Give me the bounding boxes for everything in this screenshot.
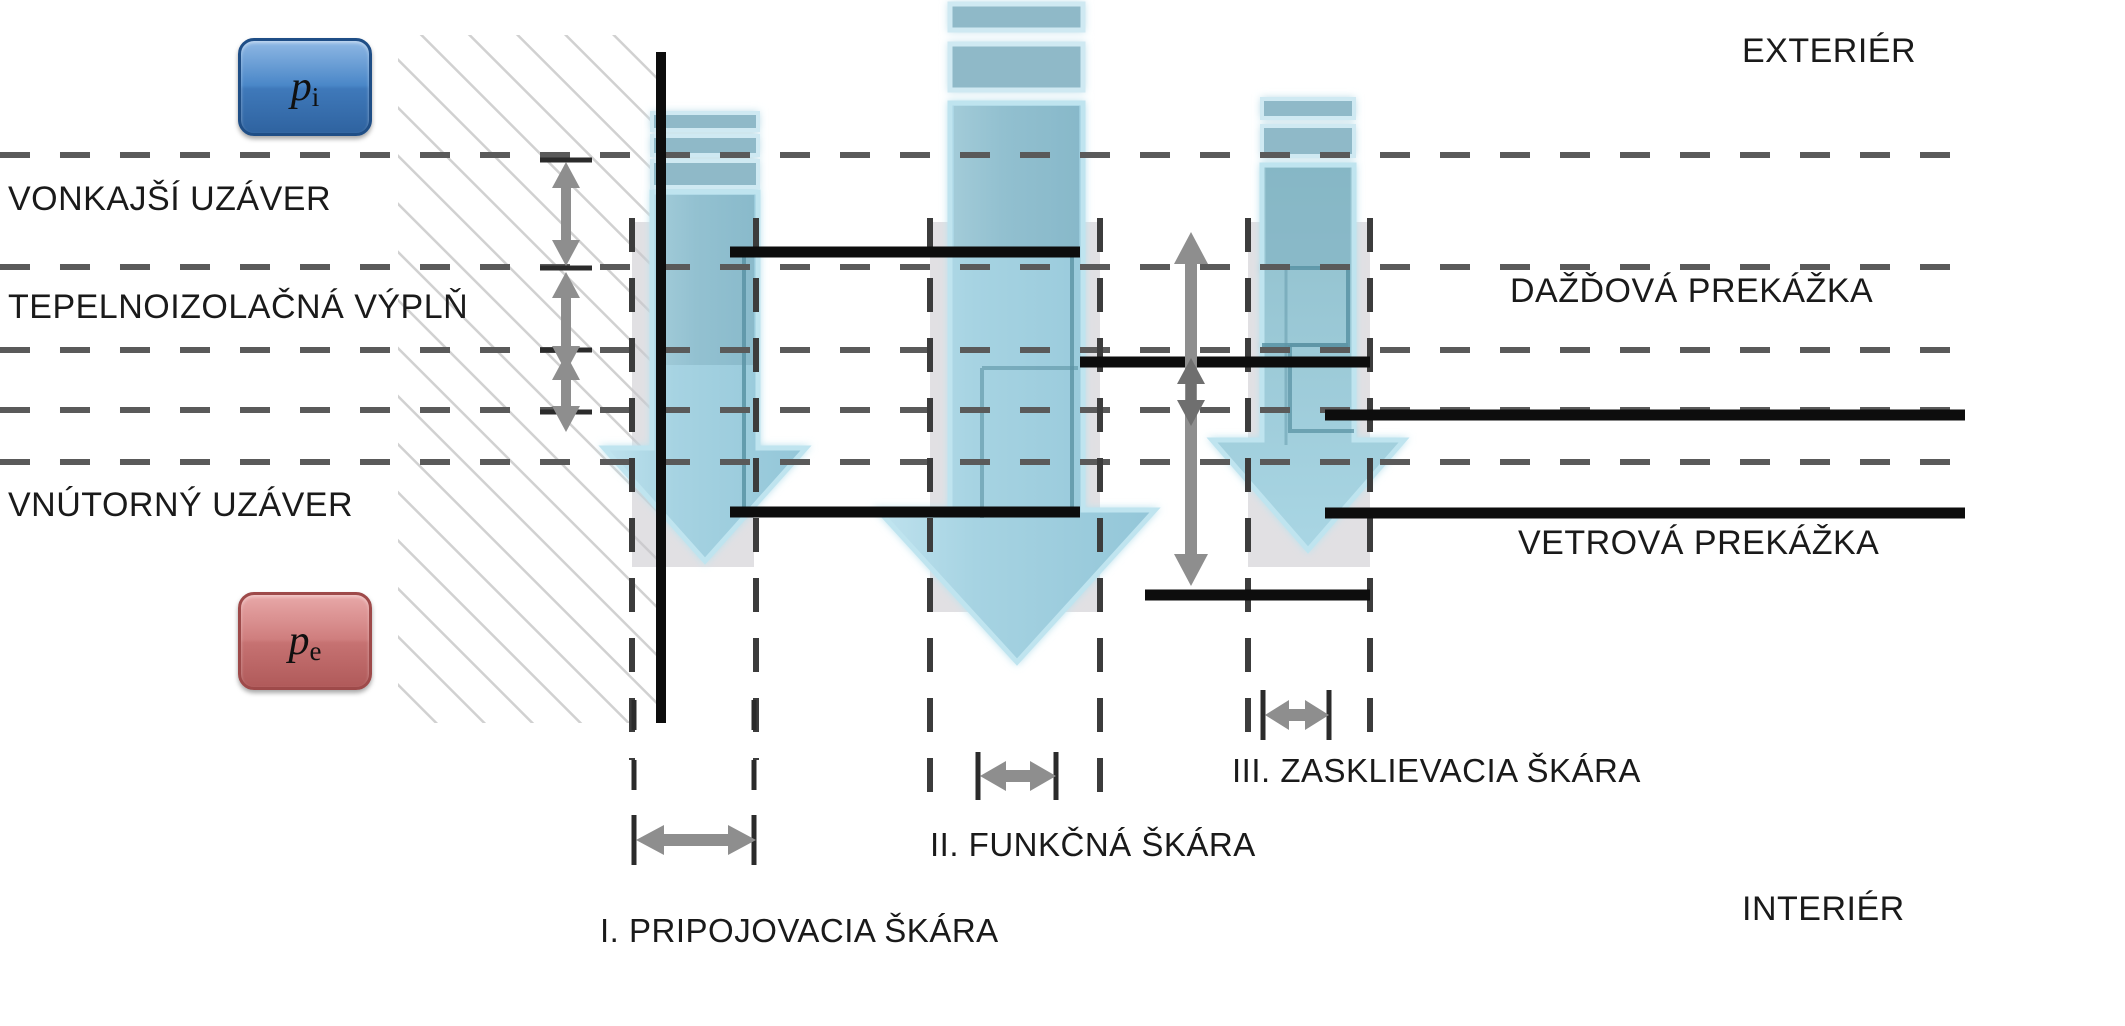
pressure-symbol-pe: pe (288, 618, 322, 666)
label-joint-2: II. FUNKČNÁ ŠKÁRA (930, 826, 1256, 863)
width-dim-joint-2 (975, 752, 1059, 800)
width-dim-joint-1 (631, 700, 757, 865)
label-joint-3: III. ZASKLIEVACIA ŠKÁRA (1232, 752, 1641, 789)
pressure-symbol-pi: pi (290, 64, 320, 112)
label-thermal-fill: TEPELNOIZOLAČNÁ VÝPLŇ (8, 288, 469, 326)
label-rain-barrier: DAŽĎOVÁ PREKÁŽKA (1510, 272, 1874, 310)
label-exterior: EXTERIÉR (1742, 32, 1917, 70)
wall-dimension-arrows (540, 157, 592, 432)
interior-pressure-badge: pi (238, 38, 372, 136)
label-inner-seal: VNÚTORNÝ UZÁVER (8, 486, 354, 524)
width-dimension-group (631, 690, 1332, 865)
exterior-pressure-badge: pe (238, 592, 372, 690)
joint-zone-brackets (629, 218, 1373, 800)
wall-hatching (398, 35, 660, 723)
label-wind-barrier: VETROVÁ PREKÁŽKA (1518, 524, 1880, 562)
label-outer-seal: VONKAJŠÍ UZÁVER (8, 180, 332, 218)
structural-lines (656, 52, 1965, 723)
label-interior: INTERIÉR (1742, 890, 1905, 928)
gap-dimension-arrows (1174, 232, 1208, 586)
airflow-arrow-3 (1206, 97, 1410, 554)
airflow-arrow-2 (872, 1, 1161, 666)
width-dim-joint-3 (1260, 690, 1332, 740)
label-joint-1: I. PRIPOJOVACIA ŠKÁRA (600, 912, 999, 949)
